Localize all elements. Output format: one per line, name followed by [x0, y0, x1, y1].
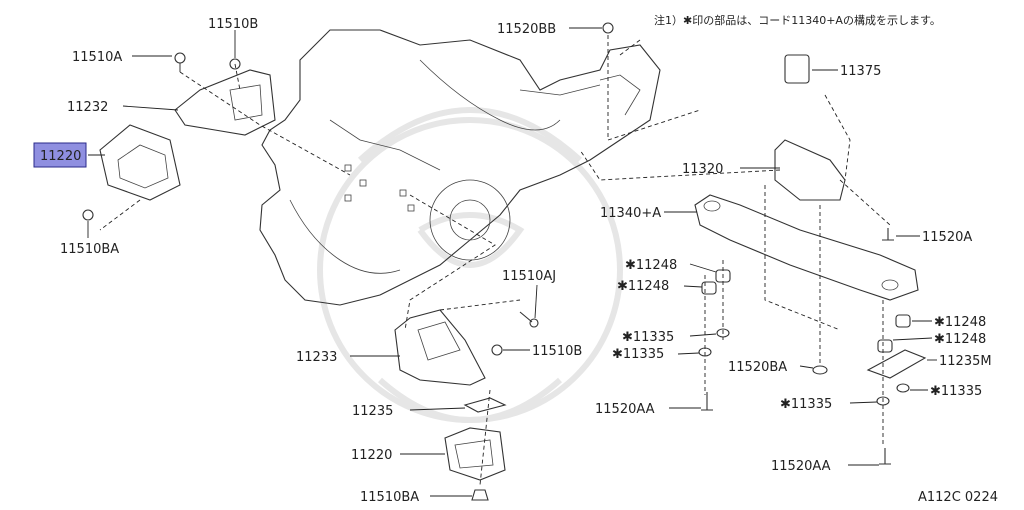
insulator-11320: [774, 139, 846, 201]
nut-11510B-mid: [491, 344, 503, 356]
nut-11510B-top: [229, 58, 241, 70]
callout-11520AA-right[interactable]: 11520AA: [771, 459, 831, 474]
callout-11220-top[interactable]: 11220: [40, 149, 81, 164]
bracket-11233: [394, 309, 486, 386]
footnote: 注1）✱印の部品は、コード11340+Aの構成を示します。: [654, 13, 941, 27]
callout-11510BA-left[interactable]: 11510BA: [60, 242, 119, 257]
callout-11335-a[interactable]: ✱11335: [622, 330, 674, 345]
callout-11335-b[interactable]: ✱11335: [612, 347, 664, 362]
callout-11510B-mid[interactable]: 11510B: [532, 344, 582, 359]
callout-11248-d[interactable]: ✱11248: [934, 332, 986, 347]
nut-11520BB: [602, 22, 614, 34]
callout-11335-d[interactable]: ✱11335: [930, 384, 982, 399]
callout-11248-c[interactable]: ✱11248: [934, 315, 986, 330]
nut-11510BA-bottom: [471, 489, 489, 501]
callout-11520A[interactable]: 11520A: [922, 230, 972, 245]
callout-11510A[interactable]: 11510A: [72, 50, 122, 65]
leader-lines: [87, 27, 937, 497]
callout-11520BB[interactable]: 11520BB: [497, 22, 556, 37]
engine-mount-11220-top: [99, 124, 181, 201]
selected-part-highlight: [33, 142, 87, 168]
callout-11520AA-left[interactable]: 11520AA: [595, 402, 655, 417]
bolt-11510AJ: [519, 311, 539, 328]
callout-11248-b[interactable]: ✱11248: [617, 279, 669, 294]
callout-11232[interactable]: 11232: [67, 100, 108, 115]
engine-transmission-outline: [259, 29, 661, 306]
callout-11510BA-bottom[interactable]: 11510BA: [360, 490, 419, 505]
callout-11233[interactable]: 11233: [296, 350, 337, 365]
plate-11235: [463, 397, 507, 413]
callout-11510AJ[interactable]: 11510AJ: [502, 269, 556, 284]
callout-11248-a[interactable]: ✱11248: [625, 258, 677, 273]
crossmember-11340A: [694, 194, 919, 301]
callout-11235M[interactable]: 11235M: [939, 354, 992, 369]
bolt-11510A: [174, 52, 186, 72]
callout-11220-bottom[interactable]: 11220: [351, 448, 392, 463]
callout-11375[interactable]: 11375: [840, 64, 881, 79]
callout-11520BA[interactable]: 11520BA: [728, 360, 787, 375]
front-mount-bracket-11232: [174, 69, 276, 136]
callout-labels: 11510B 11510A 11232 11220 11510BA 11520B…: [40, 17, 992, 505]
callout-11320[interactable]: 11320: [682, 162, 723, 177]
nut-11510BA-left: [82, 209, 94, 221]
bushings-11248: [701, 269, 911, 353]
watermark-emblem: [317, 107, 623, 423]
engine-mount-11220-bottom: [444, 427, 506, 481]
bolts-crossmember: [701, 228, 894, 465]
callout-11335-c[interactable]: ✱11335: [780, 397, 832, 412]
callout-11235[interactable]: 11235: [352, 404, 393, 419]
callout-11340A[interactable]: 11340+A: [600, 206, 661, 221]
plate-11235M: [866, 349, 927, 379]
figure-code: A112C 0224: [918, 490, 998, 505]
part-11375: [784, 54, 810, 84]
callout-11510B-top[interactable]: 11510B: [208, 17, 258, 32]
